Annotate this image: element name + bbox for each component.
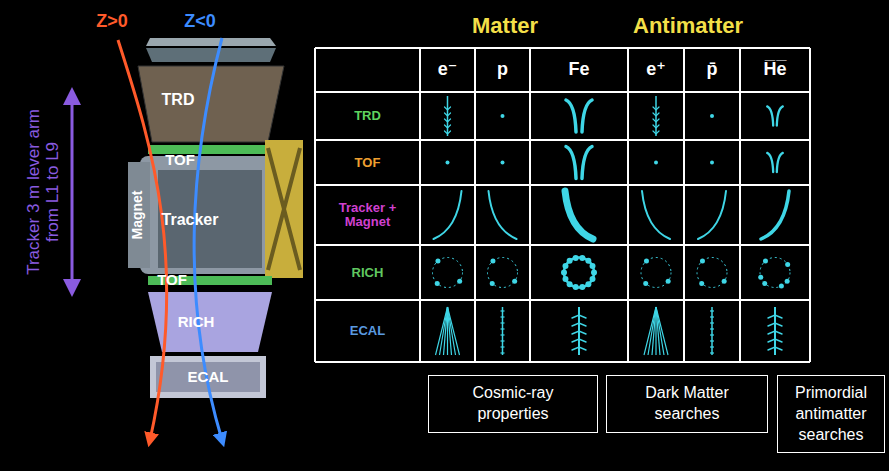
charge-label: Z>0 [96,12,128,32]
application-box: Dark Matter searches [606,375,768,433]
charge-label: Z<0 [184,12,216,32]
detector [128,38,303,398]
part-name: ECAL [188,369,229,386]
box-text: Dark Matter searches [607,379,767,429]
part-name: TOF [165,152,195,169]
part-name: Tracker 3 m lever arm from L1 to L9 [25,97,62,287]
particle-header: Fe [568,60,589,80]
particle-header: H̅e̅ [763,60,786,80]
application-box: Cosmic-ray properties [428,375,598,433]
particle-header: p̄ [707,60,718,80]
box-text: Primordial antimatter searches [778,379,884,449]
row-label: TOF [355,155,381,169]
row-label: ECAL [350,324,385,338]
part-name: Magnet [130,191,145,240]
lever-arrow [71,96,74,288]
table-grid [315,48,810,362]
column-group: Matter [472,14,538,38]
part-name: Tracker [162,211,219,229]
application-box: Primordial antimatter searches [777,375,885,453]
part-name: TOF [157,272,187,289]
row-label: TRD [354,109,381,123]
column-group: Antimatter [633,14,743,38]
particle-header: e⁻ [438,60,458,80]
row-label: Tracker + Magnet [323,201,413,230]
detector-signatures [433,96,791,355]
row-label: RICH [352,265,384,279]
box-text: Cosmic-ray properties [429,379,597,429]
particle-header: e⁺ [646,60,666,80]
particle-header: p [497,60,508,80]
part-name: TRD [162,91,195,109]
part-name: RICH [178,314,215,331]
